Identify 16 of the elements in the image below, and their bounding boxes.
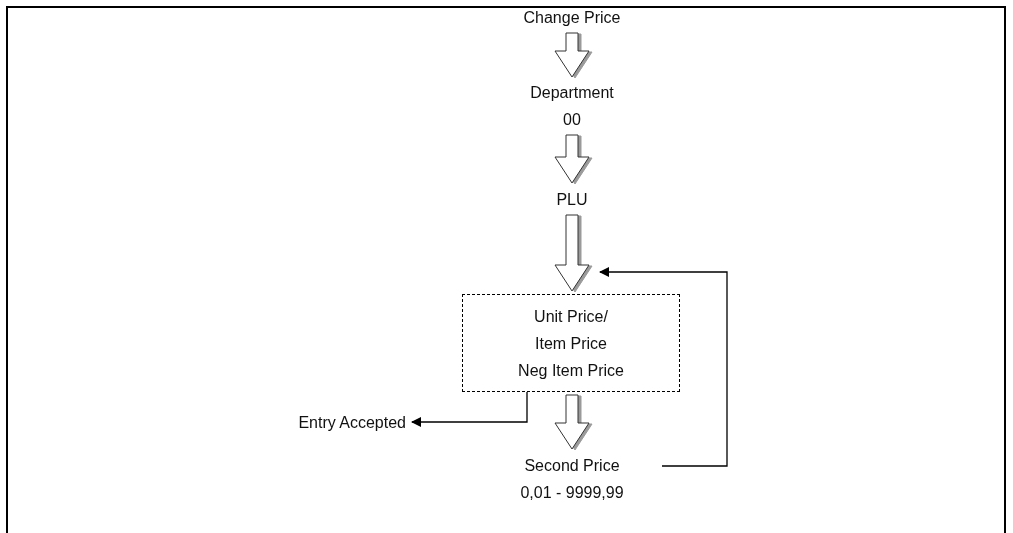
step-label: 00 (563, 110, 581, 130)
arrow (411, 391, 528, 427)
block-arrow (554, 32, 590, 78)
step-label: Neg Item Price (518, 360, 624, 381)
step-label: PLU (556, 189, 588, 210)
step-label: Department (530, 83, 614, 103)
step-label: Entry Accepted (298, 412, 406, 433)
block-arrow (554, 134, 590, 184)
step-label: 0,01 - 9999,99 (520, 483, 624, 503)
arrow (599, 267, 728, 467)
block-arrow (554, 394, 590, 450)
dashed-box (462, 294, 680, 392)
step-label: Unit Price/ Item Price (533, 306, 609, 354)
block-arrow (554, 214, 590, 292)
step-label: Second Price (524, 456, 620, 476)
step-label: Change Price (523, 7, 621, 28)
